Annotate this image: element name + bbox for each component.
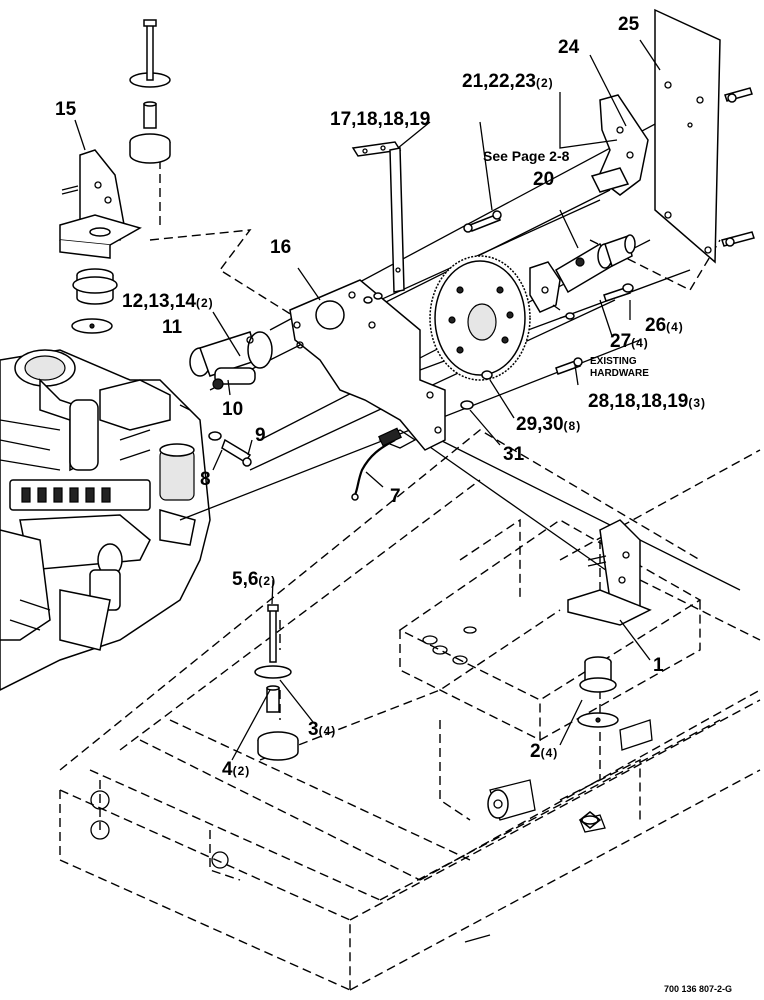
callout-27: 27(4)	[610, 332, 649, 351]
callout-1: 1	[653, 656, 664, 675]
existing-hardware-line-1: EXISTING	[590, 356, 637, 367]
bolt-hardware	[363, 210, 634, 375]
figure-id: 700 136 807-2-G	[664, 984, 733, 994]
callout-7-label: 7	[390, 486, 401, 507]
callout-3-qty: (4)	[318, 724, 337, 738]
callout-28-label: 28,18,18,19	[588, 391, 689, 412]
callout-8: 8	[200, 470, 211, 489]
callout-5-label: 5,6	[232, 569, 259, 590]
small-fittings	[179, 404, 252, 467]
callout-2-label: 2	[530, 741, 541, 762]
callout-29: 29,30(8)	[516, 415, 581, 434]
callout-8-label: 8	[200, 469, 211, 490]
callout-17-label: 17,18,18,19	[330, 109, 431, 130]
callout-4-qty: (2)	[232, 764, 251, 778]
callout-4-label: 4	[222, 759, 233, 780]
callout-7: 7	[390, 487, 401, 506]
callout-21-label: 21,22,23	[462, 71, 536, 92]
misc-hardware	[464, 811, 602, 943]
see-page-note: See Page 2-8	[483, 148, 570, 164]
callout-26: 26(4)	[645, 316, 684, 335]
callout-16-label: 16	[270, 237, 292, 258]
callout-2-qty: (4)	[540, 746, 559, 760]
leader-lines	[74, 39, 661, 761]
callout-9: 9	[255, 426, 266, 445]
callout-3: 3(4)	[308, 720, 336, 739]
callout-28-qty: (3)	[688, 396, 707, 410]
callout-12: 12,13,14(2)	[122, 292, 214, 311]
callout-16: 16	[270, 238, 291, 257]
vertical-bracket	[351, 141, 405, 293]
flywheel	[429, 255, 531, 410]
callout-3-label: 3	[308, 719, 319, 740]
callout-4: 4(2)	[222, 760, 250, 779]
existing-hardware-note: EXISTING HARDWARE	[590, 356, 649, 380]
callout-5-qty: (2)	[258, 574, 277, 588]
callout-1-label: 1	[653, 655, 664, 676]
callout-9-label: 9	[255, 425, 266, 446]
callout-17: 17,18,18,19	[330, 110, 430, 129]
callout-27-qty: (4)	[631, 336, 649, 350]
callout-26-label: 26	[645, 315, 667, 336]
callout-24-label: 24	[558, 37, 580, 58]
callout-20: 20	[533, 170, 554, 189]
callout-27-label: 27	[610, 331, 632, 352]
drive-coupling	[529, 234, 636, 320]
callout-2: 2(4)	[530, 742, 558, 761]
lower-mount-bracket	[567, 519, 652, 728]
lower-mount-stack	[254, 604, 299, 761]
callout-11-label: 11	[162, 317, 183, 338]
callout-31: 31	[503, 445, 524, 464]
engine-block	[0, 349, 211, 691]
callout-12-label: 12,13,14	[122, 291, 196, 312]
starter-motor	[189, 331, 273, 390]
callout-21: 21,22,23(2)	[462, 72, 554, 91]
callout-25: 25	[618, 15, 639, 34]
callout-20-label: 20	[533, 169, 555, 190]
callout-28: 28,18,18,19(3)	[588, 392, 706, 411]
callout-24: 24	[558, 38, 579, 57]
main-mounting-plate	[289, 279, 446, 451]
callout-5: 5,6(2)	[232, 570, 276, 589]
callout-15: 15	[55, 100, 76, 119]
callout-31-label: 31	[503, 444, 525, 465]
angle-bracket	[590, 94, 649, 196]
callout-29-label: 29,30	[516, 414, 564, 435]
chassis-frame	[59, 429, 761, 991]
wire-harness	[351, 427, 402, 501]
existing-hardware-line-2: HARDWARE	[590, 368, 649, 379]
upper-mount-bracket	[59, 19, 171, 334]
callout-10-label: 10	[222, 399, 244, 420]
callout-29-qty: (8)	[563, 419, 582, 433]
side-plate	[654, 8, 755, 264]
callout-10: 10	[222, 400, 243, 419]
callout-25-label: 25	[618, 14, 640, 35]
callout-12-qty: (2)	[195, 296, 214, 310]
callout-26-qty: (4)	[666, 320, 684, 334]
callout-15-label: 15	[55, 99, 77, 120]
callout-21-qty: (2)	[535, 76, 554, 90]
callout-11: 11	[162, 318, 182, 337]
